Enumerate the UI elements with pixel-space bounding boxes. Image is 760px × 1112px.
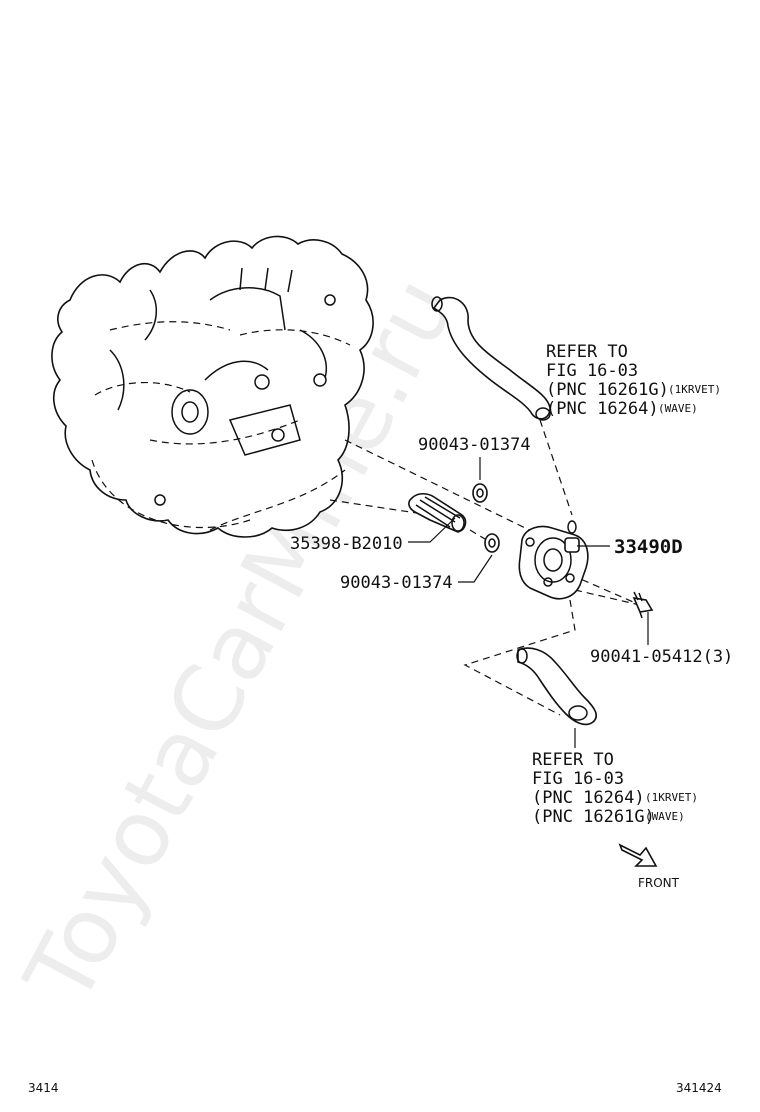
- refer-bottom-line2: FIG 16-03: [532, 769, 624, 789]
- bolt-label: 90041-05412(3): [590, 647, 733, 667]
- refer-bottom-line1: REFER TO: [532, 750, 614, 770]
- upper-hose: [431, 296, 551, 421]
- gasket-upper-label: 90043-01374: [418, 435, 531, 455]
- gasket-lower-label: 90043-01374: [340, 573, 453, 593]
- gasket-upper: [472, 483, 488, 503]
- footer-left: 3414: [28, 1081, 59, 1095]
- refer-top-line4-note: (WAVE): [658, 402, 698, 415]
- refer-top-line1: REFER TO: [546, 342, 628, 362]
- refer-top-line4: (PNC 16264): [546, 399, 659, 419]
- refer-bottom-line3-note: (1KRVET): [645, 791, 698, 804]
- cooler-label: 33490D: [614, 536, 683, 558]
- gasket-lower: [484, 533, 500, 553]
- refer-top-line3: (PNC 16261G): [546, 380, 669, 400]
- pipe-label: 35398-B2010: [290, 534, 403, 554]
- refer-top-line2: FIG 16-03: [546, 361, 638, 381]
- front-label: FRONT: [638, 876, 680, 890]
- leader-lines: [408, 457, 649, 748]
- oil-cooler: [518, 520, 589, 600]
- footer-right: 341424: [676, 1081, 722, 1095]
- transaxle-assembly: [51, 235, 374, 538]
- refer-bottom-line4: (PNC 16261G): [532, 807, 655, 827]
- refer-bottom-line4-note: (WAVE): [645, 810, 685, 823]
- front-arrow-icon: [618, 843, 658, 867]
- lower-hose: [516, 647, 597, 726]
- refer-bottom-line3: (PNC 16264): [532, 788, 645, 808]
- refer-top-line3-note: (1KRVET): [668, 383, 721, 396]
- bolt: [632, 591, 654, 619]
- cooler-pipe: [408, 492, 467, 533]
